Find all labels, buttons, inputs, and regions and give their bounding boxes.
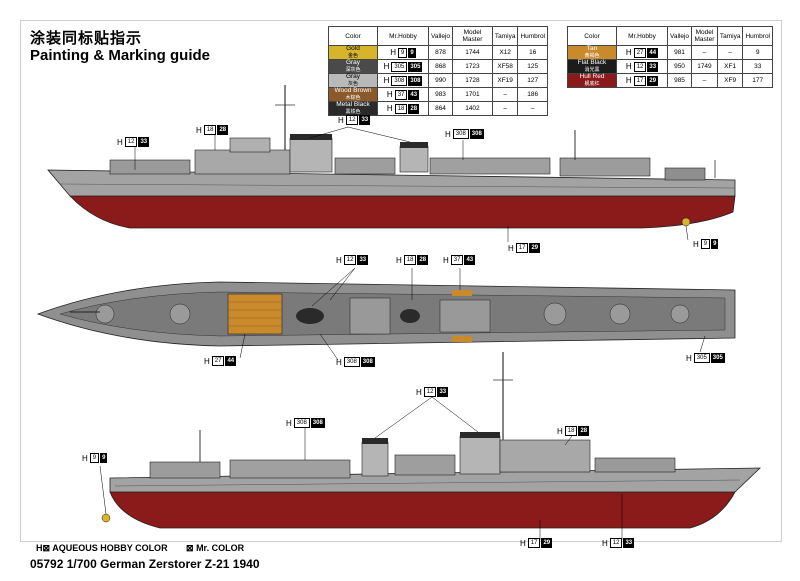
model-master-code: – [691,73,718,88]
color-name: Tan [586,45,598,52]
color-name: Gold [346,45,360,52]
color-name: Hull Red [579,73,605,80]
color-name: Wood Brown [334,87,372,94]
model-master-code: 1402 [452,101,493,116]
legend-aqueous-symbol: H⊠ [36,543,51,553]
color-name-cn: 金色 [347,52,358,59]
color-table-left: Color Mr.Hobby Vallejo Model Master Tami… [328,26,548,116]
color-name-cn: 灰色 [347,80,358,87]
product-name: German Zerstorer Z-21 1940 [100,557,260,571]
color-name: Flat Black [577,59,607,66]
footer-title: 05792 1/700 German Zerstorer Z-21 1940 [30,557,260,571]
color-name-cn: 木棕色 [345,94,361,101]
title-english: Painting & Marking guide [30,47,211,64]
page-frame [20,20,782,542]
color-name-cn: 消光黑 [584,66,600,73]
color-name: Metal Black [336,101,370,108]
side-view-top-ship [47,85,736,242]
vallejo-code: 983 [427,87,454,102]
side-view-bottom-ship [99,352,762,540]
vallejo-code: 864 [427,101,454,116]
color-name-cn: 深灰色 [345,66,361,73]
product-scale: 1/700 [66,557,97,571]
color-name-cn: 黑铁色 [345,108,361,115]
product-code: 05792 [30,557,64,571]
title-chinese: 涂装同标贴指示 [30,30,143,47]
model-master-code: 1744 [452,45,493,60]
legend-mrcolor: ⊠ Mr. COLOR [186,543,244,554]
color-name-cn: 黄褐色 [584,52,600,59]
legend-aqueous-label: AQUEOUS HOBBY COLOR [52,543,168,553]
legend-aqueous: H⊠ AQUEOUS HOBBY COLOR [36,543,168,554]
color-name: Gray [345,59,361,66]
humbrol-code: 16 [517,45,548,60]
legend-mr-label: Mr. COLOR [196,543,245,553]
vallejo-code: 985 [666,73,693,88]
humbrol-code: – [517,101,548,116]
color-name: Gray [345,73,361,80]
humbrol-code: 177 [742,73,773,88]
color-name-cn: 舰底红 [584,80,600,87]
color-table-right: Color Mr.Hobby Vallejo Model Master Tami… [567,26,773,88]
legend-mr-symbol: ⊠ [186,543,194,553]
top-view-ship [36,267,736,361]
header-humbrol: Humbrol [742,26,773,46]
